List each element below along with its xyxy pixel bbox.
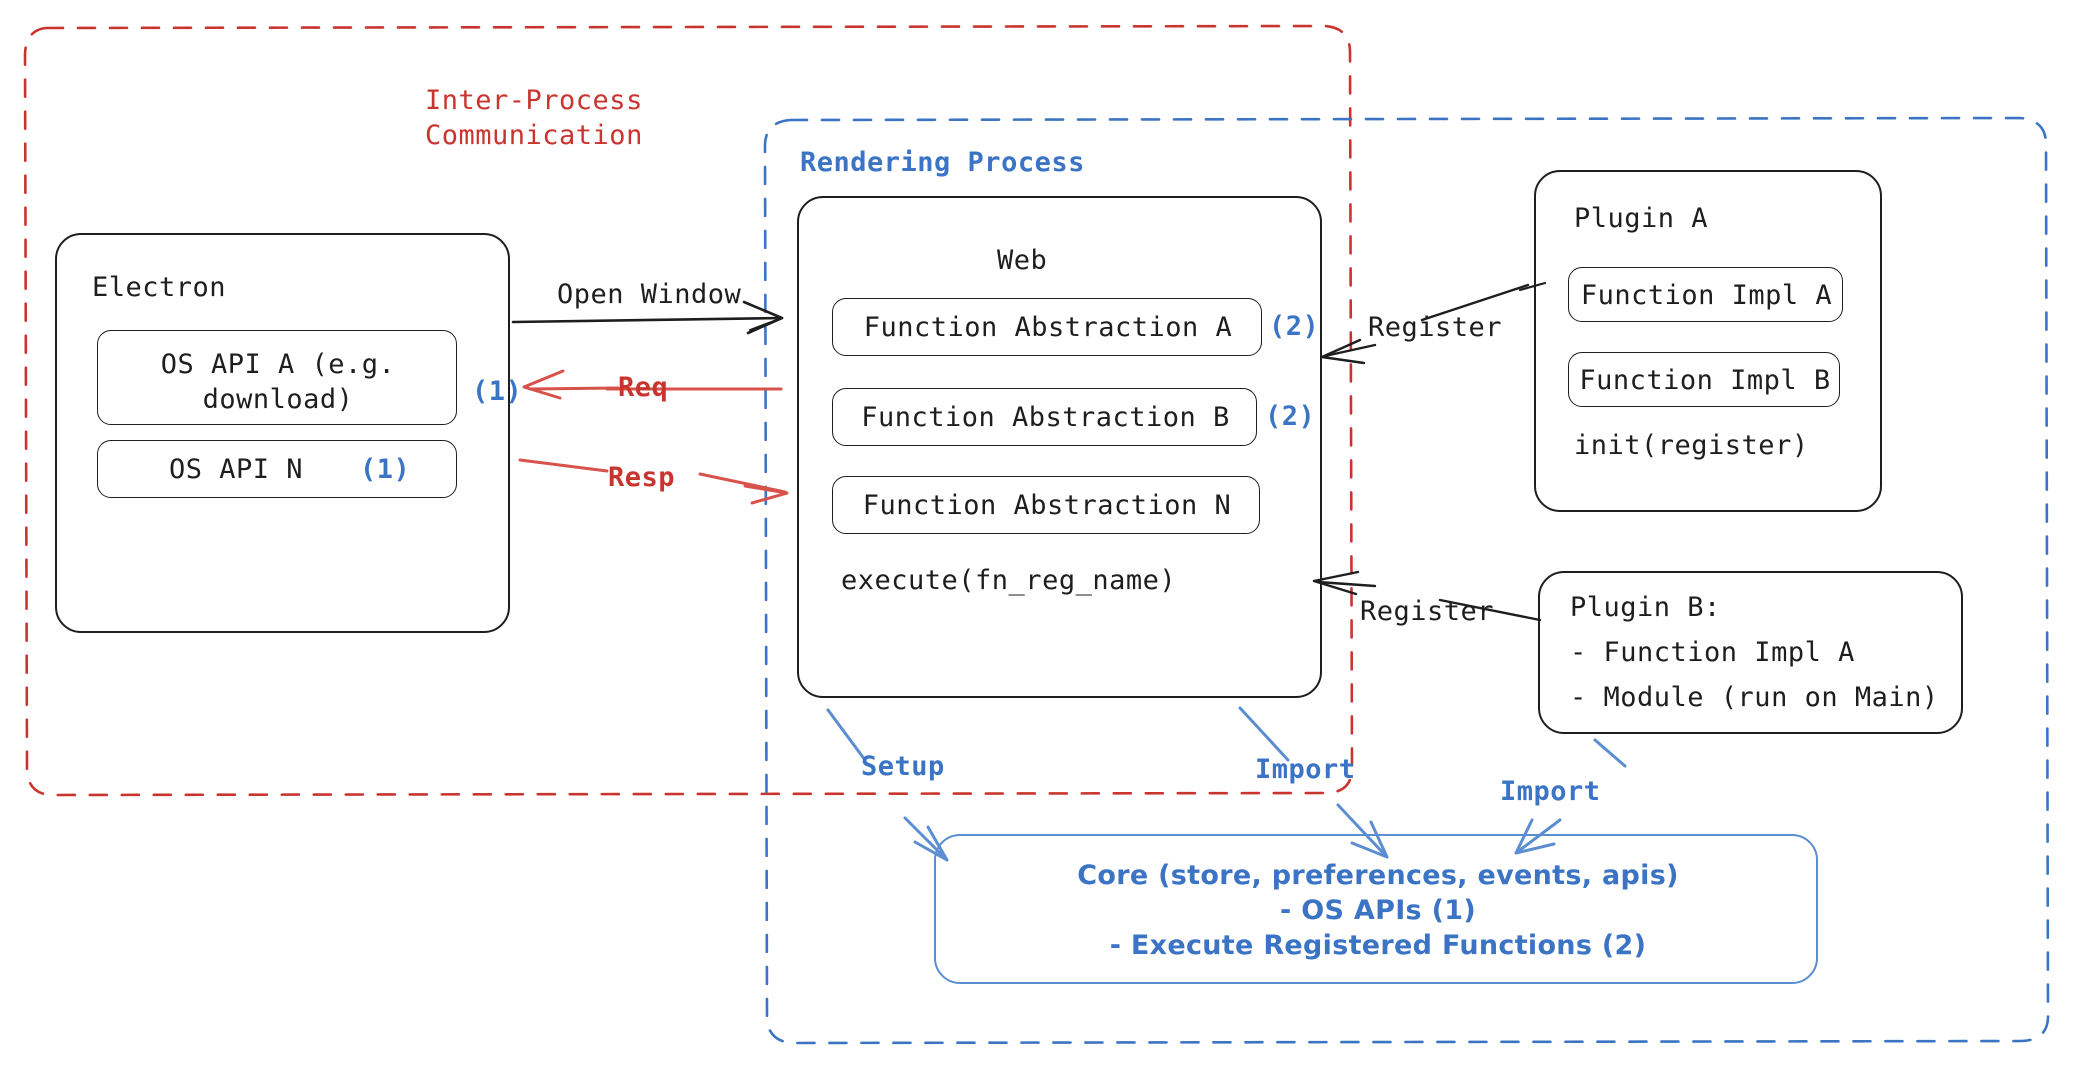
arrow-label-register-plugin-b: Register — [1360, 596, 1495, 627]
os-api-a-marker: (1) — [472, 376, 523, 407]
arrow-label-import-web: Import — [1255, 754, 1356, 785]
os-api-n-marker: (1) — [360, 454, 411, 485]
core-execute-registered: - Execute Registered Functions (2) — [1109, 930, 1647, 961]
plugin-b-item-module: - Module (run on Main) — [1570, 682, 1939, 713]
plugin-a-title: Plugin A — [1574, 203, 1709, 234]
function-abstraction-n-box[interactable]: Function Abstraction N — [832, 476, 1260, 534]
arrow-label-setup: Setup — [861, 751, 945, 782]
electron-box[interactable]: Electron OS API A (e.g. download) (1) OS… — [55, 233, 522, 633]
function-abstraction-a-marker: (2) — [1269, 311, 1320, 342]
function-impl-a-box[interactable]: Function Impl A — [1568, 267, 1843, 322]
function-abstraction-b-label: Function Abstraction B — [861, 402, 1230, 433]
plugin-a-init-label: init(register) — [1574, 430, 1809, 461]
function-abstraction-b-box[interactable]: Function Abstraction B — [832, 388, 1257, 446]
function-abstraction-b-marker: (2) — [1265, 401, 1316, 432]
function-abstraction-a-box[interactable]: Function Abstraction A — [832, 298, 1262, 356]
core-box[interactable]: Core (store, preferences, events, apis) … — [934, 834, 1818, 984]
function-abstraction-a-label: Function Abstraction A — [863, 312, 1233, 343]
plugin-b-box[interactable]: Plugin B: - Function Impl A - Module (ru… — [1538, 571, 1963, 734]
os-api-n-label: OS API N — [168, 454, 304, 485]
core-os-apis: - OS APIs (1) — [1280, 895, 1476, 926]
arrow-label-open-window: Open Window — [557, 279, 742, 310]
arrow-label-register-plugin-a: Register — [1368, 312, 1503, 343]
os-api-a-box[interactable]: OS API A (e.g. download) — [97, 330, 457, 425]
plugin-a-box[interactable]: Plugin A Function Impl A Function Impl B… — [1534, 170, 1882, 512]
function-impl-b-box[interactable]: Function Impl B — [1568, 352, 1840, 407]
function-abstraction-n-label: Function Abstraction N — [862, 490, 1232, 521]
plugin-b-item-function-impl-a: - Function Impl A — [1570, 637, 1855, 668]
arrow-setup — [826, 708, 949, 862]
electron-title: Electron — [92, 272, 227, 303]
function-impl-a-label: Function Impl A — [1580, 280, 1833, 311]
arrow-label-req: Req — [618, 372, 669, 403]
arrow-label-import-plugin-b: Import — [1500, 776, 1601, 807]
arrow-label-resp: Resp — [608, 462, 676, 493]
rendering-process-label: Rendering Process — [800, 147, 1085, 178]
ipc-container-label: Inter-Process Communication — [425, 85, 643, 151]
web-box[interactable]: Web Function Abstraction A (2) Function … — [797, 196, 1322, 698]
plugin-b-title: Plugin B: — [1570, 592, 1721, 623]
function-impl-b-label: Function Impl B — [1579, 365, 1831, 396]
core-title: Core (store, preferences, events, apis) — [1077, 860, 1679, 891]
os-api-a-label: OS API A (e.g. download) — [160, 349, 396, 416]
web-execute-label: execute(fn_reg_name) — [841, 565, 1177, 596]
os-api-n-box[interactable]: OS API N (1) — [97, 440, 457, 498]
web-title: Web — [997, 245, 1048, 276]
